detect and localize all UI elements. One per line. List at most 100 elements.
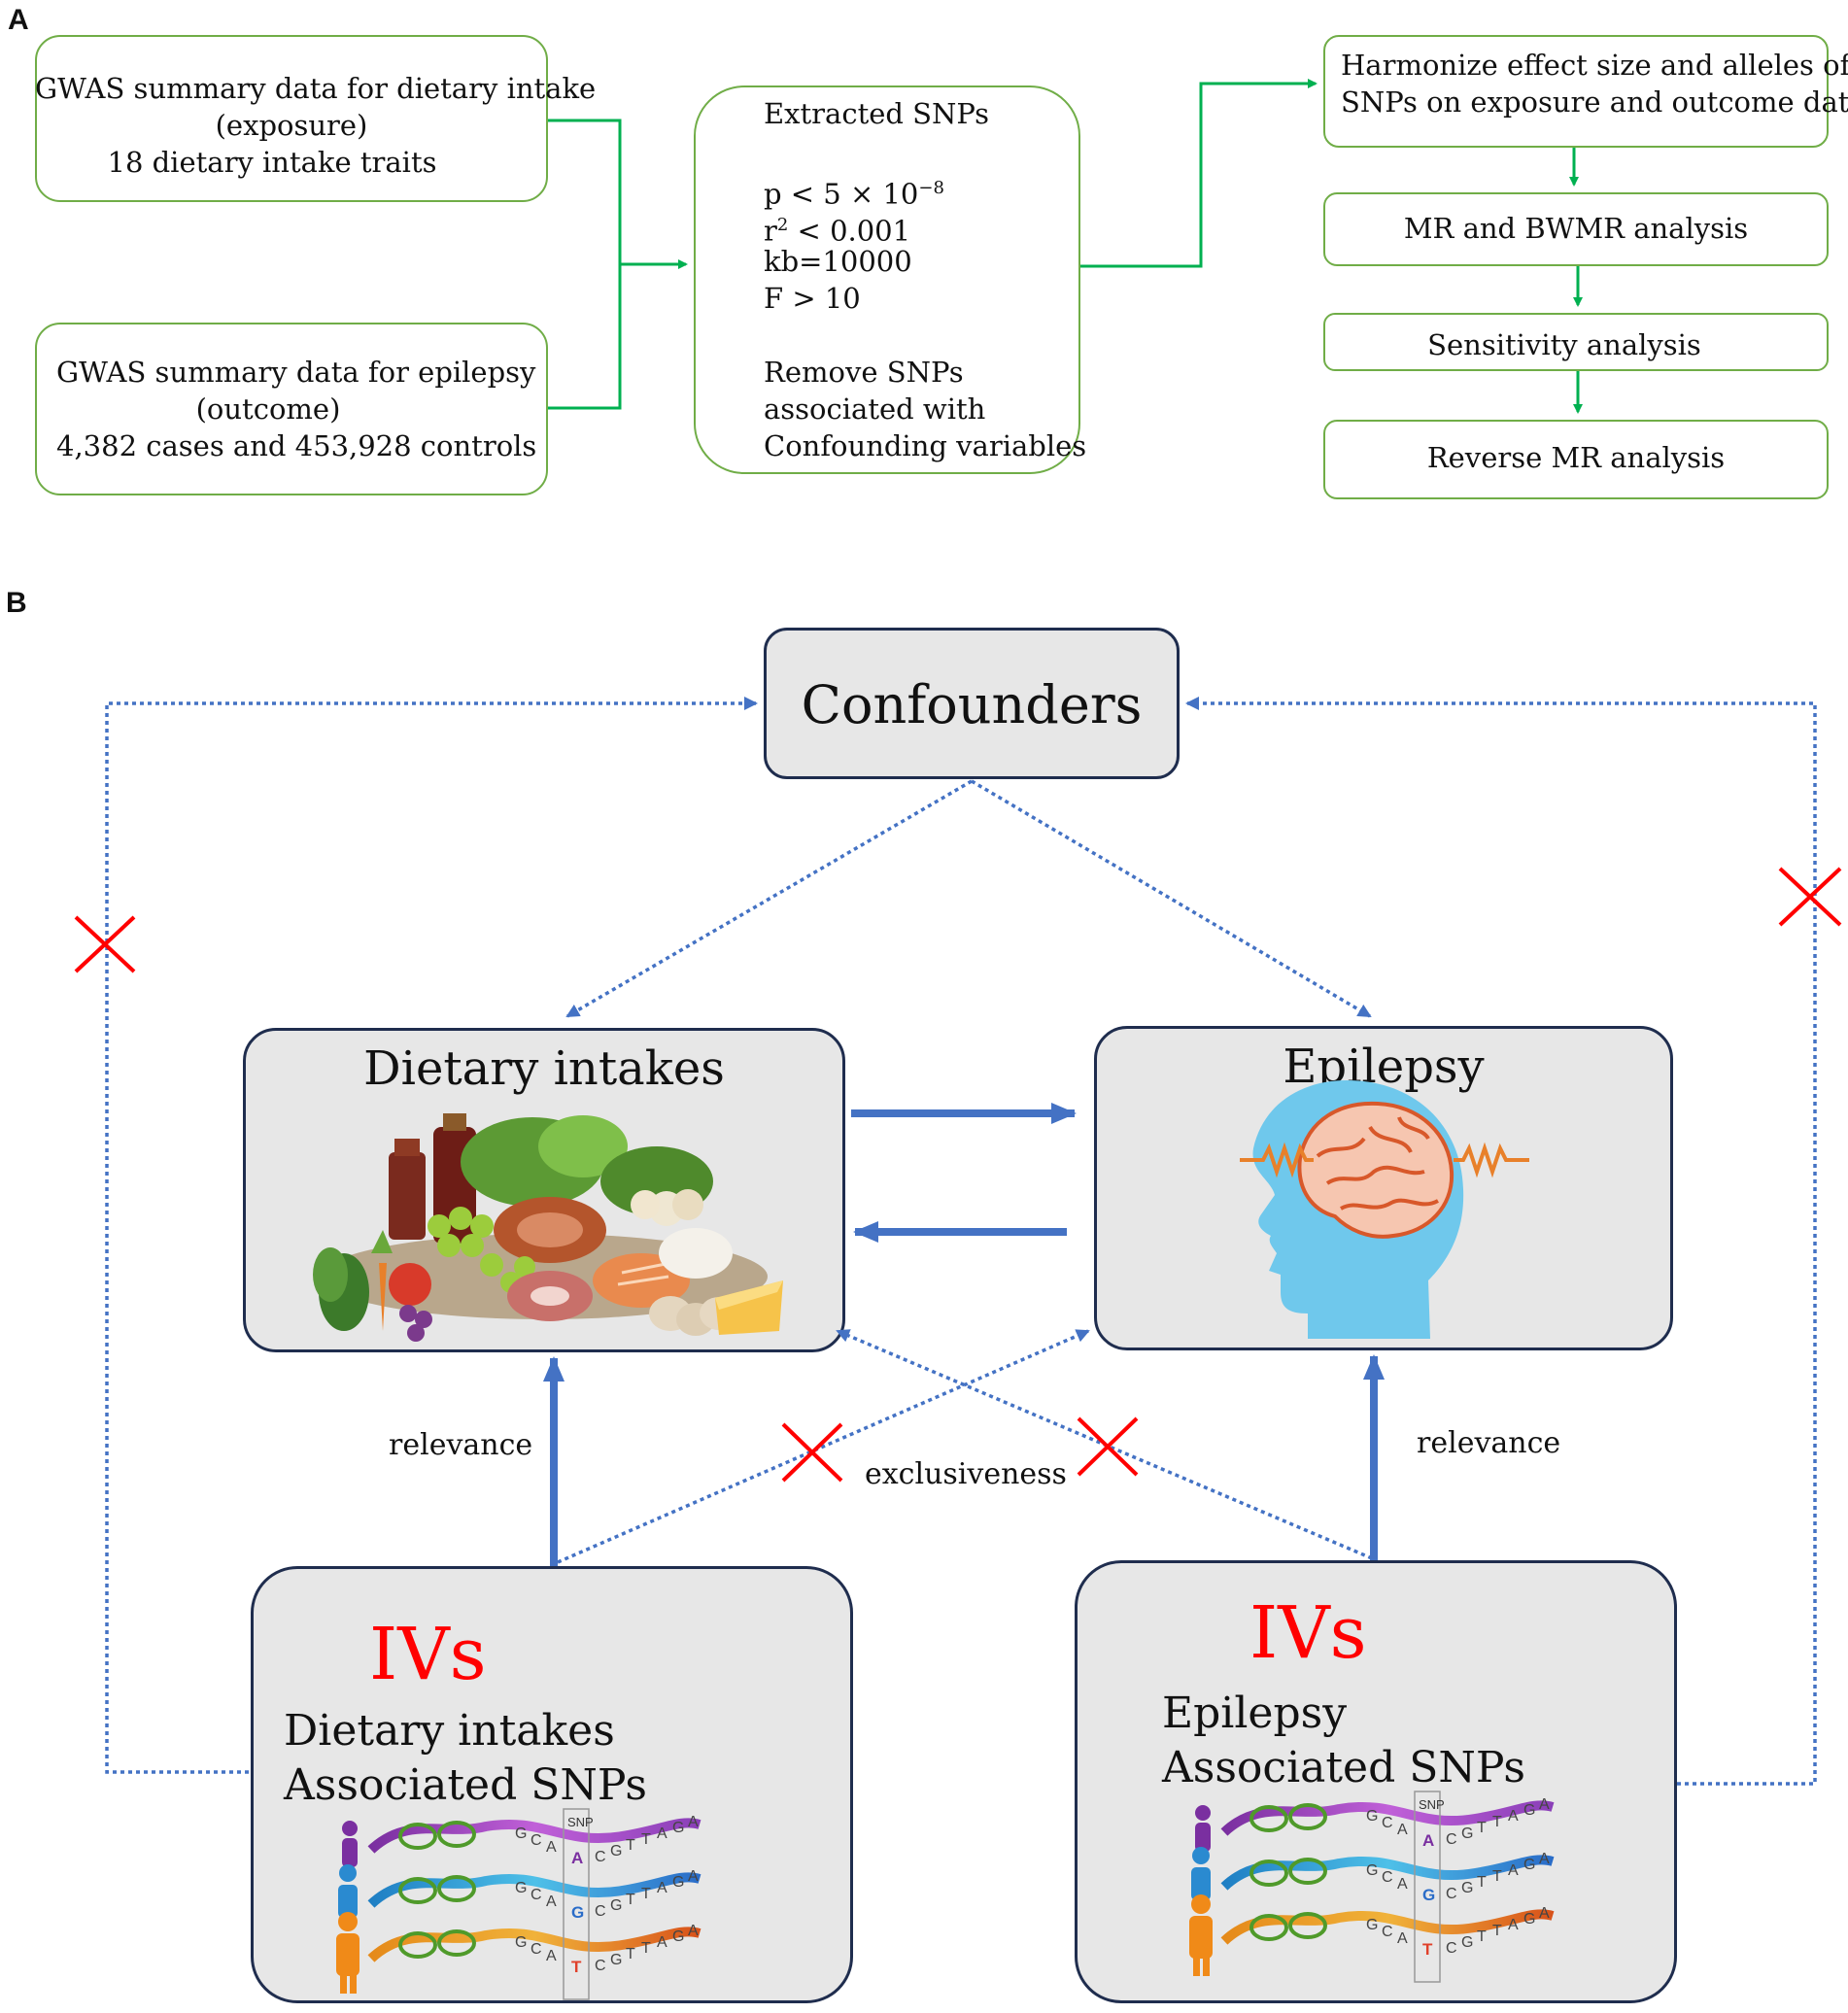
snp-title: Extracted SNPs	[764, 97, 990, 130]
dna-base: G	[610, 1897, 622, 1914]
mr-bwmr-label: MR and BWMR analysis	[1403, 212, 1749, 245]
person-purple-icon	[342, 1821, 358, 1867]
person-orange-icon	[336, 1912, 359, 1994]
relevance-left-label: relevance	[389, 1428, 533, 1462]
mr-bwmr-box	[1323, 192, 1829, 266]
confounders-box	[764, 628, 1180, 779]
dna-base: A	[1508, 1862, 1519, 1879]
dna-base: C	[1382, 1815, 1393, 1831]
dna-base: G	[672, 1820, 684, 1836]
dietary-intakes-label: Dietary intakes	[363, 1041, 725, 1096]
dna-base: G	[515, 1880, 527, 1896]
cross-left-path	[74, 915, 136, 973]
dna-base: T	[1477, 1928, 1487, 1945]
snp-label: SNP	[567, 1815, 594, 1829]
exclusiveness-label: exclusiveness	[865, 1457, 1067, 1491]
dna-base: G	[1523, 1857, 1535, 1873]
dna-base: A	[1397, 1930, 1408, 1947]
panel-a-label: A	[8, 4, 29, 36]
snp-allele: G	[1422, 1886, 1435, 1904]
snp-allele: T	[571, 1958, 582, 1976]
dna-base: C	[1382, 1924, 1393, 1940]
panel-b-label: B	[6, 587, 27, 619]
dna-illustration-right	[1189, 1791, 1555, 1983]
food-illustration	[313, 1113, 783, 1342]
dna-base: A	[1397, 1822, 1408, 1838]
exposure-line3: 18 dietary intake traits	[107, 146, 437, 179]
snp-label: SNP	[1419, 1797, 1445, 1812]
ivs-epilepsy-box	[1075, 1560, 1677, 2003]
dna-base: G	[1461, 1825, 1473, 1842]
snp-kb: kb=10000	[764, 245, 912, 278]
reverse-mr-label: Reverse MR analysis	[1426, 441, 1726, 474]
person-purple-icon	[1195, 1805, 1211, 1852]
ivs-epilepsy-line1: Epilepsy	[1162, 1689, 1348, 1738]
exposure-box	[35, 35, 548, 202]
harmonize-line1: Harmonize effect size and alleles of	[1341, 49, 1848, 82]
outcome-line2: (outcome)	[195, 392, 341, 426]
dna-base: T	[641, 1886, 651, 1902]
dna-base: A	[657, 1825, 667, 1842]
dna-base: G	[1366, 1862, 1378, 1879]
dna-base: A	[1508, 1808, 1519, 1825]
dna-base: T	[1492, 1923, 1502, 1939]
dna-base: A	[657, 1880, 667, 1896]
panel-b-solid-arrows	[543, 1103, 1385, 1566]
dna-base: G	[672, 1874, 684, 1891]
outcome-line1: GWAS summary data for epilepsy	[56, 356, 536, 389]
dna-base: T	[1477, 1874, 1487, 1891]
cross-exclusiveness-right	[1077, 1416, 1139, 1477]
person-blue-icon	[338, 1864, 358, 1918]
dna-base: A	[688, 1814, 699, 1830]
person-blue-icon	[1191, 1847, 1211, 1900]
dna-base: C	[595, 1903, 606, 1920]
ivs-dietary-line1: Dietary intakes	[284, 1706, 615, 1756]
dna-base: C	[1382, 1869, 1393, 1886]
dna-base: T	[1492, 1814, 1502, 1830]
ivs-epilepsy-title: IVs	[1249, 1591, 1367, 1675]
dna-base: C	[1446, 1886, 1457, 1902]
dna-base: G	[610, 1843, 622, 1859]
dna-base: C	[1446, 1831, 1457, 1848]
dna-base: G	[1461, 1880, 1473, 1896]
dna-base: T	[641, 1940, 651, 1957]
dna-base: C	[595, 1958, 606, 1974]
snp-allele: T	[1422, 1940, 1433, 1959]
snp-remove3: Confounding variables	[764, 429, 1087, 462]
dna-base: C	[1446, 1940, 1457, 1957]
exposure-line1: GWAS summary data for dietary intake	[35, 72, 597, 105]
dna-base: T	[641, 1831, 651, 1848]
panel-a-connectors	[548, 79, 1583, 414]
brain-head-illustration	[1240, 1080, 1529, 1339]
cross-right-path	[1778, 867, 1842, 927]
dna-base: G	[610, 1952, 622, 1968]
dna-base: G	[1523, 1911, 1535, 1928]
snp-allele: A	[571, 1849, 583, 1867]
dna-base: T	[626, 1837, 635, 1854]
dna-base: A	[546, 1839, 557, 1856]
dna-base: G	[672, 1928, 684, 1945]
dna-base: A	[688, 1923, 699, 1939]
ivs-dietary-title: IVs	[369, 1613, 487, 1696]
snp-pvalue: p < 5 × 10−8	[764, 177, 944, 211]
dna-base: A	[546, 1894, 557, 1910]
dna-base: T	[626, 1892, 635, 1908]
harmonize-line2: SNPs on exposure and outcome data	[1341, 85, 1848, 119]
dna-base: T	[1477, 1820, 1487, 1836]
dna-base: T	[1492, 1868, 1502, 1885]
dna-base: A	[1539, 1851, 1550, 1867]
relevance-right-label: relevance	[1417, 1426, 1561, 1460]
harmonize-box	[1323, 35, 1829, 148]
dna-base: G	[515, 1825, 527, 1842]
snp-remove2: associated with	[764, 392, 986, 426]
dna-base: A	[1539, 1905, 1550, 1922]
dna-base: A	[546, 1948, 557, 1964]
dna-illustration-left	[336, 1808, 702, 2000]
sensitivity-label: Sensitivity analysis	[1427, 328, 1701, 361]
dna-base: A	[1508, 1917, 1519, 1933]
cross-exclusiveness-left	[781, 1422, 843, 1483]
dna-base: C	[530, 1887, 542, 1903]
snp-extraction-box	[694, 85, 1080, 474]
